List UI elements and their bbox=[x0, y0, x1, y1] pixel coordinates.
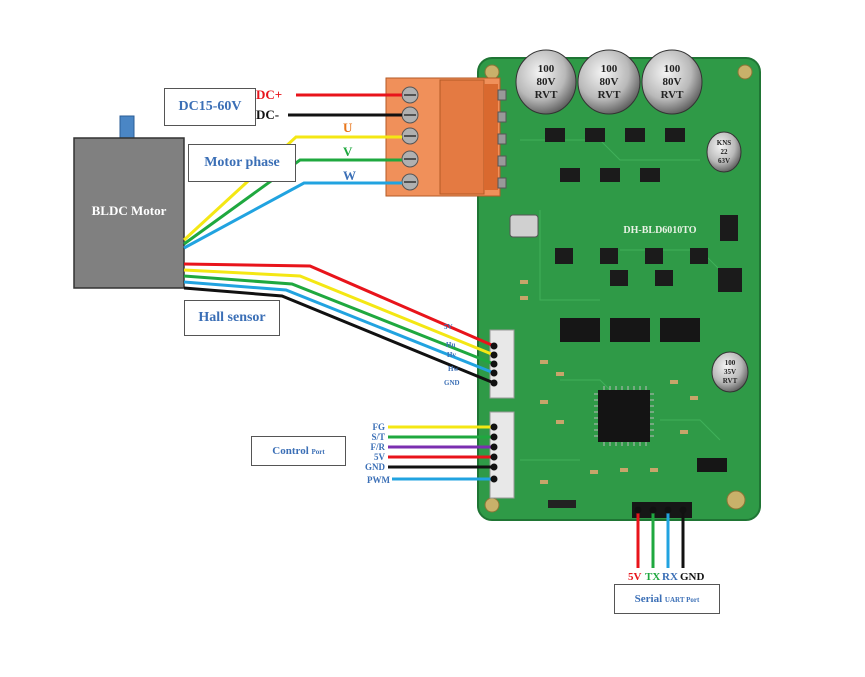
test-header bbox=[548, 500, 576, 508]
uart-pin-tx: TX bbox=[645, 571, 660, 583]
capacitor-3-brand: RVT bbox=[661, 89, 685, 101]
motor-phase-label: Motor phase bbox=[204, 155, 280, 170]
hall-pin-hv: Hv bbox=[447, 351, 456, 359]
control-pin-gnd: GND bbox=[365, 462, 386, 472]
crystal bbox=[509, 214, 539, 238]
uart-pin-5v: 5V bbox=[628, 571, 642, 583]
hall-pin-hw: Hw bbox=[448, 365, 459, 373]
motor-label: BLDC Motor bbox=[92, 203, 167, 218]
control-pin-labels: FG S/T F/R 5V GND PWM bbox=[365, 422, 390, 485]
mounting-hole bbox=[484, 497, 500, 513]
control-pin-st: S/T bbox=[371, 432, 385, 442]
control-port-label-small: Port bbox=[311, 448, 325, 456]
hall-sensor-label-box: Hall sensor bbox=[184, 300, 280, 336]
control-port-label: Control bbox=[272, 445, 309, 457]
hall-5v-wire bbox=[183, 262, 495, 348]
hall-hw-wire bbox=[183, 280, 495, 375]
power-terminal-block bbox=[385, 77, 507, 197]
jumper-header bbox=[697, 458, 727, 472]
mcu-pins bbox=[594, 386, 654, 446]
uart-label-box: Serial UART Port bbox=[614, 584, 720, 614]
capacitor-3-value: 100 bbox=[664, 63, 681, 75]
motor-shaft bbox=[119, 115, 135, 139]
uart-label-small: UART Port bbox=[664, 596, 700, 604]
driver-ics bbox=[560, 318, 700, 342]
uart-pin-gnd: GND bbox=[680, 571, 705, 583]
controller-board: 100 80V RVT 100 80V RVT 100 80V RVT KNS … bbox=[477, 49, 761, 521]
small-capacitor-voltage: 63V bbox=[718, 157, 730, 165]
hall-hu-wire bbox=[183, 268, 495, 357]
hall-pin-hu: Hu bbox=[446, 341, 455, 349]
phase-w-label: W bbox=[343, 168, 356, 183]
phase-u-label: U bbox=[343, 120, 353, 135]
board-silkscreen: DH-BLD6010TO bbox=[623, 225, 696, 236]
small-capacitor bbox=[706, 131, 742, 173]
small-capacitor-brand: KNS bbox=[717, 139, 732, 147]
control-pin-fr: F/R bbox=[371, 442, 386, 452]
mcu-chip bbox=[598, 390, 650, 442]
mosfet-row-top bbox=[545, 128, 685, 182]
hall-pin-5v: 5V bbox=[444, 323, 453, 331]
uart-pin-labels: 5V TX RX GND bbox=[628, 571, 705, 583]
hall-pin-gnd: GND bbox=[444, 379, 460, 387]
capacitor-2-brand: RVT bbox=[598, 89, 622, 101]
hall-hv-wire bbox=[183, 274, 495, 366]
capacitor-3-voltage: 80V bbox=[663, 76, 682, 88]
dc-minus-label: DC- bbox=[256, 107, 279, 122]
aux-capacitor bbox=[711, 351, 749, 393]
mounting-hole bbox=[737, 64, 753, 80]
hall-gnd-wire bbox=[183, 286, 495, 385]
motor-body bbox=[73, 137, 185, 289]
control-port-label-box: Control Port bbox=[251, 436, 346, 466]
motor-phase-label-box: Motor phase bbox=[188, 144, 296, 182]
uart-pin-rx: RX bbox=[662, 571, 678, 583]
aux-capacitor-brand: RVT bbox=[723, 377, 738, 385]
uart-label: Serial bbox=[634, 593, 663, 605]
phase-v-label: V bbox=[343, 144, 353, 159]
capacitor-2-voltage: 80V bbox=[600, 76, 619, 88]
capacitor-1 bbox=[515, 49, 577, 115]
control-pin-fg: FG bbox=[373, 422, 386, 432]
bldc-motor: BLDC Motor bbox=[73, 115, 185, 289]
capacitor-2-value: 100 bbox=[601, 63, 618, 75]
capacitor-1-brand: RVT bbox=[535, 89, 559, 101]
uart-header bbox=[632, 502, 692, 518]
pcb bbox=[478, 58, 760, 520]
small-capacitor-value: 22 bbox=[721, 148, 729, 156]
mosfet-row-mid bbox=[555, 215, 742, 292]
mounting-hole bbox=[484, 64, 500, 80]
phase-v-wire bbox=[183, 158, 402, 246]
phase-u-wire bbox=[182, 135, 402, 242]
capacitor-1-value: 100 bbox=[538, 63, 555, 75]
dc-plus-label: DC+ bbox=[256, 87, 282, 102]
control-pin-5v: 5V bbox=[374, 452, 386, 462]
capacitor-1-voltage: 80V bbox=[537, 76, 556, 88]
mounting-hole bbox=[726, 490, 746, 510]
hall-sensor-label: Hall sensor bbox=[198, 310, 266, 325]
hall-pin-labels: 5V Hu Hv Hw GND bbox=[444, 323, 460, 387]
phase-w-wire bbox=[183, 181, 402, 250]
control-pin-pwm: PWM bbox=[367, 475, 390, 485]
capacitor-2 bbox=[577, 49, 641, 115]
capacitor-3 bbox=[641, 49, 703, 115]
aux-capacitor-value: 100 bbox=[725, 359, 736, 367]
aux-capacitor-voltage: 35V bbox=[724, 368, 736, 376]
power-label-box: DC15-60V bbox=[164, 88, 256, 126]
power-label: DC15-60V bbox=[178, 99, 242, 114]
